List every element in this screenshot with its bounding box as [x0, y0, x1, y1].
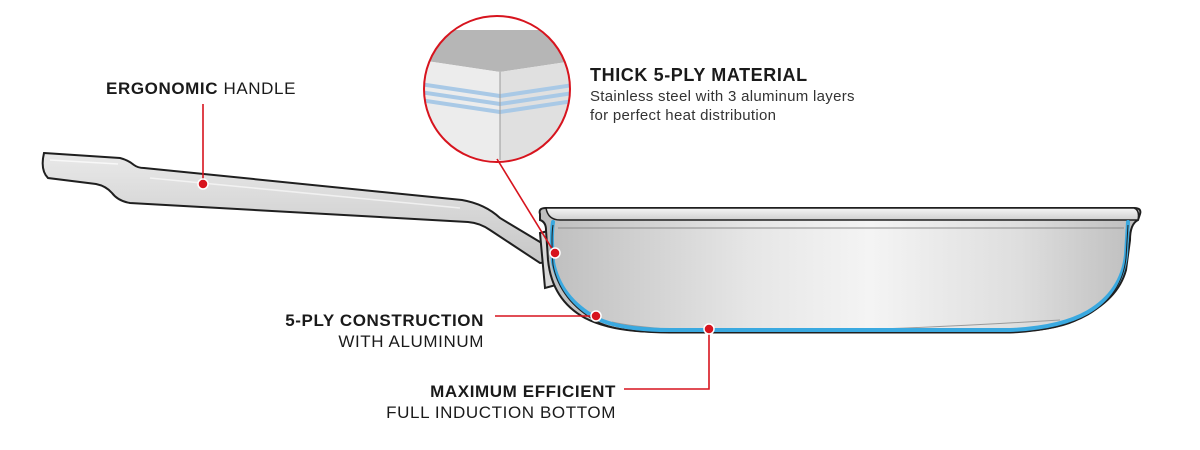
material-callout: THICK 5-PLY MATERIAL Stainless steel wit… [590, 64, 855, 126]
handle-callout-bold: ERGONOMIC [106, 79, 219, 98]
material-leader [496, 158, 555, 253]
construction-callout: 5-PLY CONSTRUCTION WITH ALUMINUM [285, 310, 484, 353]
material-callout-line2: for perfect heat distribution [590, 107, 777, 124]
bottom-leader [624, 330, 710, 390]
construction-callout-subtitle: WITH ALUMINUM [338, 332, 484, 352]
material-marker-dot [549, 247, 561, 259]
construction-callout-title: 5-PLY CONSTRUCTION [285, 311, 484, 330]
leader-lines [202, 104, 710, 390]
bottom-callout: MAXIMUM EFFICIENT FULL INDUCTION BOTTOM [386, 381, 616, 424]
handle-marker-dot [197, 178, 209, 190]
bottom-callout-title: MAXIMUM EFFICIENT [430, 382, 616, 401]
handle-callout: ERGONOMIC HANDLE [106, 78, 296, 99]
pan-handle [41, 151, 558, 290]
pan-body [538, 207, 1142, 334]
material-callout-title: THICK 5-PLY MATERIAL [590, 65, 808, 85]
bottom-callout-subtitle: FULL INDUCTION BOTTOM [386, 403, 616, 423]
bottom-marker-dot [703, 323, 715, 335]
material-callout-line1: Stainless steel with 3 aluminum layers [590, 87, 855, 105]
construction-marker-dot [590, 310, 602, 322]
handle-callout-light: HANDLE [223, 79, 297, 98]
material-zoom-circle [423, 15, 571, 163]
